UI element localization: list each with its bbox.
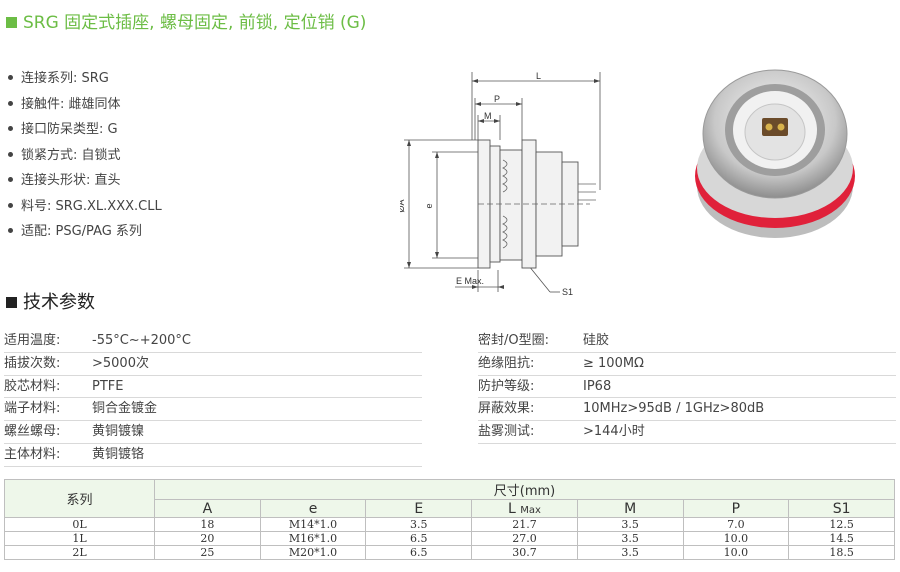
col-m: M — [576, 499, 684, 518]
feature-list: 连接系列: SRG 接触件: 雌雄同体 接口防呆类型: G 锁紧方式: 自锁式 … — [6, 66, 162, 245]
spec-row: 密封/O型圈:硅胶 — [478, 330, 896, 353]
bullet-icon — [8, 100, 13, 106]
col-s1: S1 — [788, 499, 895, 518]
spec-row: 胶芯材料:PTFE — [4, 376, 422, 399]
spec-row: 防护等级:IP68 — [478, 376, 896, 399]
dim-label-p: P — [494, 94, 500, 104]
spec-section-title-text: 技术参数 — [23, 292, 95, 313]
spec-row: 主体材料:黄铜镀铬 — [4, 444, 422, 467]
col-p: P — [682, 499, 790, 518]
spec-row: 盐雾测试:>144小时 — [478, 421, 896, 444]
bullet-icon — [8, 228, 13, 233]
spec-row: 螺丝螺母:黄铜镀镍 — [4, 421, 422, 444]
bullet-icon — [8, 177, 13, 182]
feature-item: 适配: PSG/PAG 系列 — [6, 219, 162, 245]
header-series: 系列 — [4, 479, 155, 518]
dimension-drawing: L P M ØA e E Max. S1 — [400, 71, 601, 297]
feature-item: 接触件: 雌雄同体 — [6, 92, 162, 118]
dim-label-s1: S1 — [562, 287, 573, 297]
feature-item: 连接头形状: 直头 — [6, 168, 162, 194]
col-l: L Max — [471, 499, 578, 518]
dim-label-emax: E Max. — [456, 276, 484, 286]
section-square-icon — [6, 297, 17, 308]
header-dims: 尺寸(mm) — [154, 479, 895, 500]
product-photo — [695, 69, 855, 238]
spec-section-title: 技术参数 — [6, 288, 95, 314]
bullet-icon — [8, 151, 13, 157]
spec-list-left: 适用温度:-55°C~+200°C 插拔次数:>5000次 胶芯材料:PTFE … — [4, 330, 422, 467]
page-title: SRG 固定式插座, 螺母固定, 前锁, 定位销 (G) — [6, 8, 366, 33]
bullet-icon — [8, 202, 13, 208]
dim-label-phi-a: ØA — [400, 199, 406, 212]
dim-label-e: e — [424, 203, 434, 208]
spec-list-right: 密封/O型圈:硅胶 绝缘阻抗:≥ 100MΩ 防护等级:IP68 屏蔽效果:10… — [478, 330, 896, 444]
feature-item: 料号: SRG.XL.XXX.CLL — [6, 194, 162, 220]
page-title-text: SRG 固定式插座, 螺母固定, 前锁, 定位销 (G) — [23, 13, 367, 33]
spec-row: 屏蔽效果:10MHz>95dB / 1GHz>80dB — [478, 398, 896, 422]
col-a: A — [154, 499, 261, 518]
bullet-icon — [8, 126, 13, 131]
dim-label-m: M — [484, 111, 492, 121]
col-e-upper: E — [365, 499, 473, 518]
spec-row: 适用温度:-55°C~+200°C — [4, 330, 422, 353]
title-square-icon — [6, 17, 17, 28]
feature-item: 接口防呆类型: G — [6, 117, 162, 143]
feature-item: 连接系列: SRG — [6, 66, 162, 92]
spec-row: 绝缘阻抗:≥ 100MΩ — [478, 353, 896, 376]
bullet-icon — [8, 75, 13, 80]
dim-label-l: L — [536, 71, 541, 81]
feature-item: 锁紧方式: 自锁式 — [6, 143, 162, 169]
spec-row: 端子材料:铜合金镀金 — [4, 398, 422, 422]
spec-row: 插拔次数:>5000次 — [4, 353, 422, 376]
col-e-lower: e — [259, 499, 367, 518]
